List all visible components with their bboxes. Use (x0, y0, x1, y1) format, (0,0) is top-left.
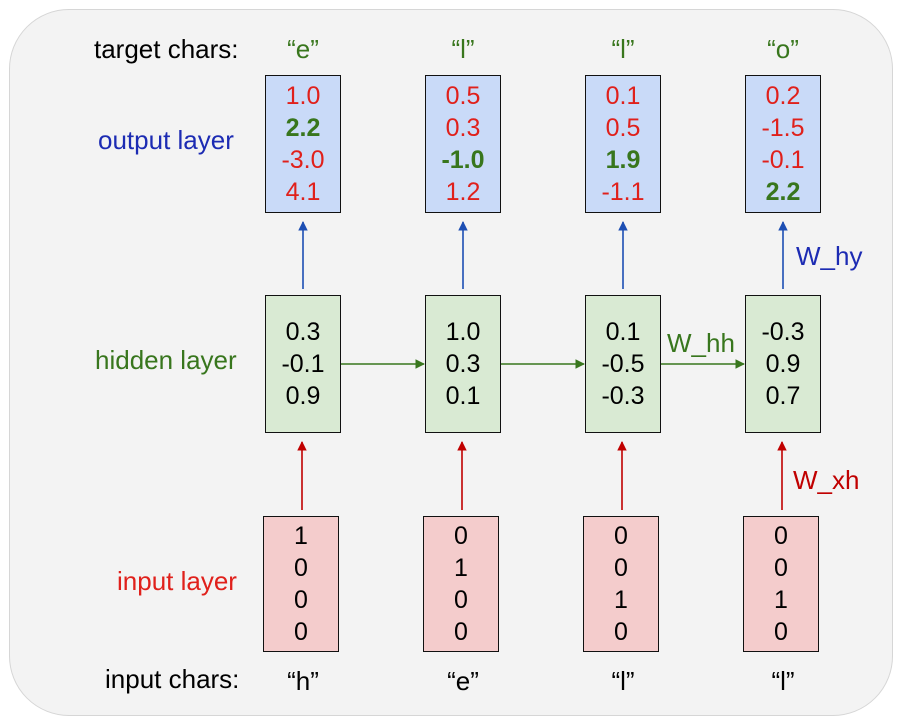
hidden-value: 0.9 (285, 382, 321, 410)
output-vector: 0.1 0.5 1.9 -1.1 (585, 75, 661, 213)
input-char: “e” (447, 666, 479, 696)
hidden-value: 0.3 (445, 350, 481, 378)
w-hh-label: W_hh (667, 328, 735, 358)
hidden-value: 0.9 (765, 350, 801, 378)
hidden-value: -0.3 (761, 318, 805, 346)
input-value: 1 (614, 586, 628, 614)
hidden-vector: -0.3 0.9 0.7 (745, 295, 821, 433)
input-value: 0 (294, 554, 308, 582)
input-char: “l” (771, 666, 795, 696)
input-vector: 0 0 1 0 (743, 516, 819, 652)
output-value: -1.0 (441, 146, 485, 174)
hidden-value: 0.7 (765, 382, 801, 410)
hidden-vector: 0.3 -0.1 0.9 (265, 295, 341, 433)
output-value: 0.3 (445, 114, 481, 142)
hidden-value: 0.3 (285, 318, 321, 346)
input-value: 1 (454, 554, 468, 582)
input-char: “h” (287, 666, 319, 696)
output-layer-label: output layer (98, 125, 234, 155)
input-value: 0 (614, 522, 628, 550)
output-value: 0.1 (605, 82, 641, 110)
input-value: 0 (294, 618, 308, 646)
output-value: 2.2 (765, 178, 801, 206)
hidden-vector: 0.1 -0.5 -0.3 (585, 295, 661, 433)
target-char: “e” (287, 34, 319, 64)
input-vector: 0 0 1 0 (583, 516, 659, 652)
target-char: “o” (767, 34, 799, 64)
output-value: -0.1 (761, 146, 805, 174)
input-value: 1 (774, 586, 788, 614)
output-value: -1.1 (601, 178, 645, 206)
input-char: “l” (611, 666, 635, 696)
hidden-value: 0.1 (445, 382, 481, 410)
input-vector: 0 1 0 0 (423, 516, 499, 652)
input-value: 0 (454, 522, 468, 550)
hidden-value: -0.5 (601, 350, 645, 378)
input-layer-label: input layer (117, 566, 237, 596)
input-value: 0 (454, 618, 468, 646)
output-value: 4.1 (285, 178, 321, 206)
input-vector: 1 0 0 0 (263, 516, 339, 652)
target-char: “l” (451, 34, 475, 64)
input-value: 0 (614, 618, 628, 646)
input-value: 0 (774, 554, 788, 582)
hidden-value: -0.3 (601, 382, 645, 410)
output-vector: 0.5 0.3 -1.0 1.2 (425, 75, 501, 213)
input-value: 1 (294, 522, 308, 550)
w-xh-label: W_xh (793, 465, 860, 495)
hidden-value: 0.1 (605, 318, 641, 346)
input-chars-label: input chars: (105, 664, 240, 694)
output-value: -1.5 (761, 114, 805, 142)
output-value: 0.5 (605, 114, 641, 142)
output-value: 1.2 (445, 178, 481, 206)
hidden-value: 1.0 (445, 318, 481, 346)
output-value: 1.9 (605, 146, 641, 174)
w-hy-label: W_hy (796, 241, 863, 271)
input-value: 0 (774, 522, 788, 550)
output-vector: 1.0 2.2 -3.0 4.1 (265, 75, 341, 213)
target-chars-label: target chars: (94, 34, 239, 64)
output-value: 2.2 (285, 114, 321, 142)
output-value: 1.0 (285, 82, 321, 110)
output-value: 0.5 (445, 82, 481, 110)
output-value: 0.2 (765, 82, 801, 110)
input-value: 0 (614, 554, 628, 582)
output-vector: 0.2 -1.5 -0.1 2.2 (745, 75, 821, 213)
target-char: “l” (611, 34, 635, 64)
output-value: -3.0 (281, 146, 325, 174)
input-value: 0 (774, 618, 788, 646)
hidden-layer-label: hidden layer (95, 345, 237, 375)
input-value: 0 (294, 586, 308, 614)
hidden-value: -0.1 (281, 350, 325, 378)
input-value: 0 (454, 586, 468, 614)
hidden-vector: 1.0 0.3 0.1 (425, 295, 501, 433)
